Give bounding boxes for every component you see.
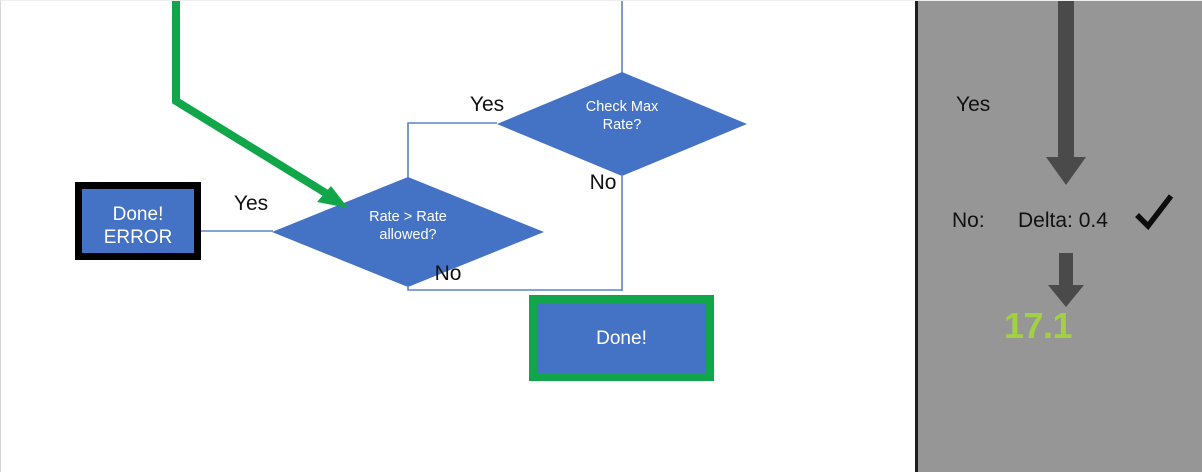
overlay-delta-value: Delta: 0.4 — [1018, 209, 1108, 232]
overlay-arrows — [1046, 1, 1086, 307]
overlay-panel: Yes No: Delta: 0.4 17.1 — [915, 1, 1202, 472]
overlay-arrow-bottom-head-icon — [1048, 285, 1084, 307]
terminator-done[interactable]: Done! — [529, 295, 714, 381]
connector-yes-to-check-max-rate — [407, 122, 497, 178]
terminator-done-error-label: Done! ERROR — [103, 204, 173, 249]
edge-label-yes-to-done-error: Yes — [233, 192, 269, 215]
terminator-done-label: Done! — [596, 328, 647, 349]
overlay-result-value: 17.1 — [1003, 305, 1073, 346]
decision-check-max-rate-label: Check Max Rate? — [585, 99, 659, 133]
overlay-arrow-bottom-shaft — [1059, 253, 1073, 287]
overlay-arrow-top-head-icon — [1046, 157, 1086, 185]
terminator-done-error[interactable]: Done! ERROR — [75, 182, 201, 260]
check-mark-icon — [1135, 194, 1174, 231]
highlight-path-green — [172, 1, 340, 204]
shape-check-max-rate — [497, 72, 747, 176]
edge-label-no-from-check-max-rate: No — [589, 171, 617, 194]
overlay-arrow-top-shaft — [1058, 1, 1074, 159]
overlay-branch-yes-label: Yes — [956, 93, 991, 116]
overlay-branch-no-label: No: — [952, 209, 985, 232]
edge-label-yes-to-check-max-rate: Yes — [469, 93, 505, 116]
decision-check-max-rate[interactable]: Check Max Rate? — [497, 72, 747, 176]
connector-no-from-rate-gt — [407, 287, 622, 291]
highlight-arrowhead-icon — [317, 186, 348, 208]
decision-rate-gt-allowed[interactable]: Rate > Rate allowed? — [272, 177, 544, 287]
edge-label-no-from-rate-gt-allowed: No — [434, 262, 462, 285]
decision-rate-gt-allowed-label: Rate > Rate allowed? — [369, 209, 447, 243]
